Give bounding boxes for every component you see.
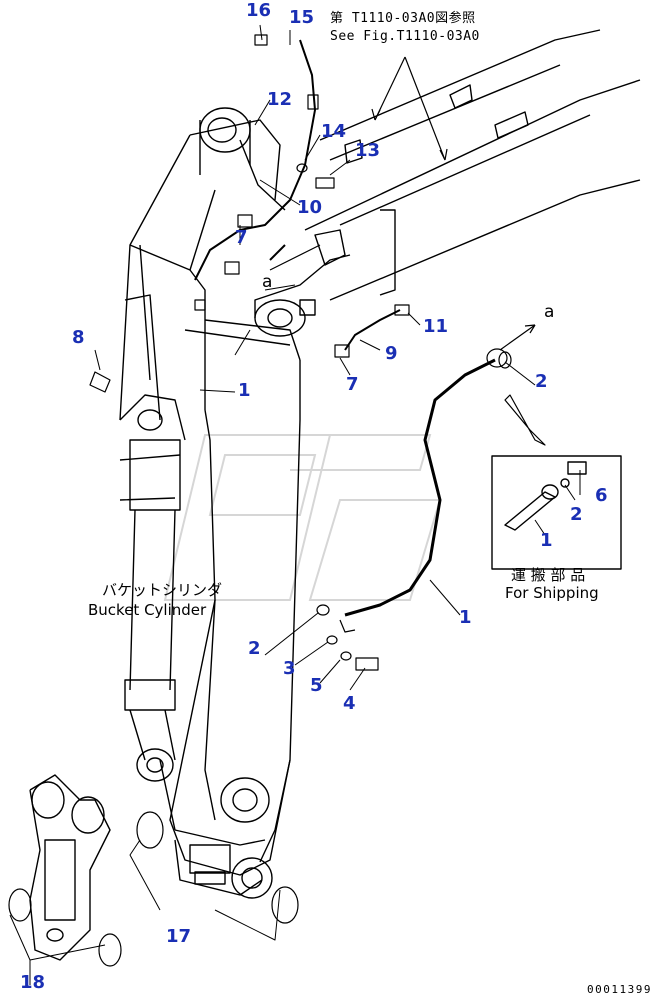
hose-upper bbox=[194, 39, 316, 281]
callout-3: 3 bbox=[283, 658, 296, 679]
for-shipping-label-ja: 運 搬 部 品 bbox=[511, 566, 586, 584]
callout-5: 5 bbox=[310, 675, 323, 696]
callout-1-arm: 1 bbox=[238, 380, 251, 401]
shipping-box bbox=[491, 455, 622, 570]
callout-13: 13 bbox=[355, 140, 381, 161]
callout-1-shipping: 1 bbox=[540, 530, 553, 551]
leader-lines bbox=[9, 24, 581, 985]
arm-bottom-boss bbox=[189, 777, 273, 899]
bucket-cylinder bbox=[119, 394, 186, 782]
fittings bbox=[89, 34, 508, 671]
reference-note-ja: 第 T1110-03A0図参照 bbox=[330, 11, 476, 26]
callout-16: 16 bbox=[246, 0, 272, 21]
view-letter-a-right: a bbox=[544, 302, 555, 322]
boom-foot-pin bbox=[254, 229, 351, 337]
callout-1-hose: 1 bbox=[459, 607, 472, 628]
watermark-logo bbox=[163, 434, 442, 601]
callout-2-lower: 2 bbox=[248, 638, 261, 659]
callout-2-shipping: 2 bbox=[570, 504, 583, 525]
bucket-link bbox=[29, 774, 111, 961]
hose-main-1 bbox=[344, 358, 496, 617]
arrows bbox=[269, 56, 546, 446]
callout-4: 4 bbox=[343, 693, 356, 714]
bucket-cylinder-label-en: Bucket Cylinder bbox=[88, 601, 207, 619]
arm-top-boss bbox=[199, 107, 286, 211]
for-shipping-label-en: For Shipping bbox=[505, 584, 599, 602]
hose-9 bbox=[344, 309, 401, 351]
callout-11: 11 bbox=[423, 316, 449, 337]
boom-structure bbox=[304, 29, 641, 301]
callout-12: 12 bbox=[267, 89, 293, 110]
callout-14: 14 bbox=[321, 121, 347, 142]
part-ovals bbox=[8, 351, 512, 967]
callout-17: 17 bbox=[166, 926, 192, 947]
callout-10: 10 bbox=[297, 197, 323, 218]
view-letter-a-left: a bbox=[262, 272, 273, 292]
callout-18: 18 bbox=[20, 972, 46, 993]
bucket-cylinder-label-ja: バケットシリンダ bbox=[102, 581, 223, 599]
callout-15: 15 bbox=[289, 7, 315, 28]
callout-8: 8 bbox=[72, 327, 85, 348]
drawing-code: 00011399 bbox=[587, 983, 652, 996]
reference-note-en: See Fig.T1110-03A0 bbox=[330, 29, 480, 44]
arm-body bbox=[119, 119, 301, 896]
callout-9: 9 bbox=[385, 343, 398, 364]
callout-7-lower: 7 bbox=[346, 374, 359, 395]
callout-2-upper: 2 bbox=[535, 371, 548, 392]
shipping-parts bbox=[504, 461, 587, 531]
callout-7-upper: 7 bbox=[235, 227, 248, 248]
callout-6: 6 bbox=[595, 485, 608, 506]
